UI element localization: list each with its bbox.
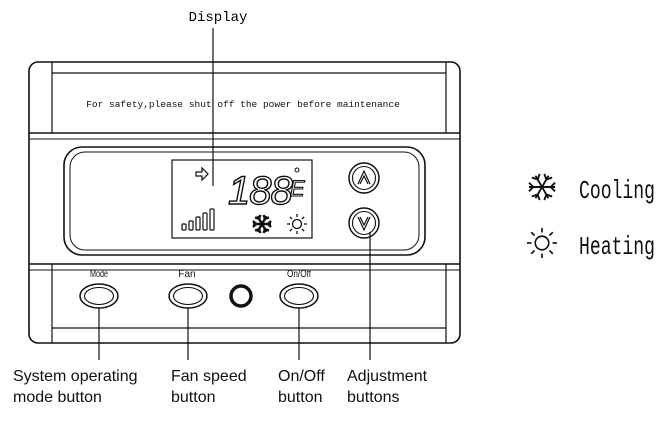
onoff-button-label: On/Off: [287, 269, 311, 280]
mode-desc-line1: System operating: [13, 368, 138, 385]
adjust-desc-line2: buttons: [347, 389, 399, 406]
adjust-desc-line1: Adjustment: [347, 368, 428, 385]
up-arrow-icon: [357, 169, 371, 185]
onoff-button[interactable]: [279, 283, 319, 309]
down-button[interactable]: [348, 207, 380, 239]
safety-notice: For safety,please shut off the power bef…: [86, 99, 400, 110]
legend-heating-label: Heating: [579, 232, 655, 262]
sensor-knob: [229, 284, 253, 308]
lcd-screen: [171, 159, 313, 239]
up-button[interactable]: [348, 162, 380, 194]
display-callout-label: Display: [189, 10, 248, 26]
legend-snowflake-icon: [528, 173, 556, 201]
fan-desc-line2: button: [171, 389, 215, 406]
lcd-digits: 188: [228, 169, 293, 213]
arrow-right-icon: [195, 166, 209, 182]
lcd-unit: E: [290, 176, 305, 201]
lcd-sun-icon: [286, 213, 308, 235]
fan-desc-line1: Fan speed: [171, 368, 247, 385]
signal-bars-icon: [181, 208, 215, 231]
mode-desc-line2: mode button: [13, 389, 102, 406]
fan-button-label: Fan: [178, 269, 195, 280]
lcd-snowflake-icon: [251, 213, 273, 235]
legend-cooling-label: Cooling: [579, 176, 655, 206]
thermostat-body: [28, 61, 461, 344]
onoff-desc-line2: button: [278, 389, 322, 406]
mode-button-label: Mode: [90, 269, 108, 280]
down-arrow-icon: [357, 216, 371, 232]
onoff-desc-line1: On/Off: [278, 368, 325, 385]
mode-button[interactable]: [79, 283, 119, 309]
degree-icon: [294, 167, 300, 173]
fan-button[interactable]: [168, 283, 208, 309]
legend-sun-icon: [526, 227, 558, 259]
